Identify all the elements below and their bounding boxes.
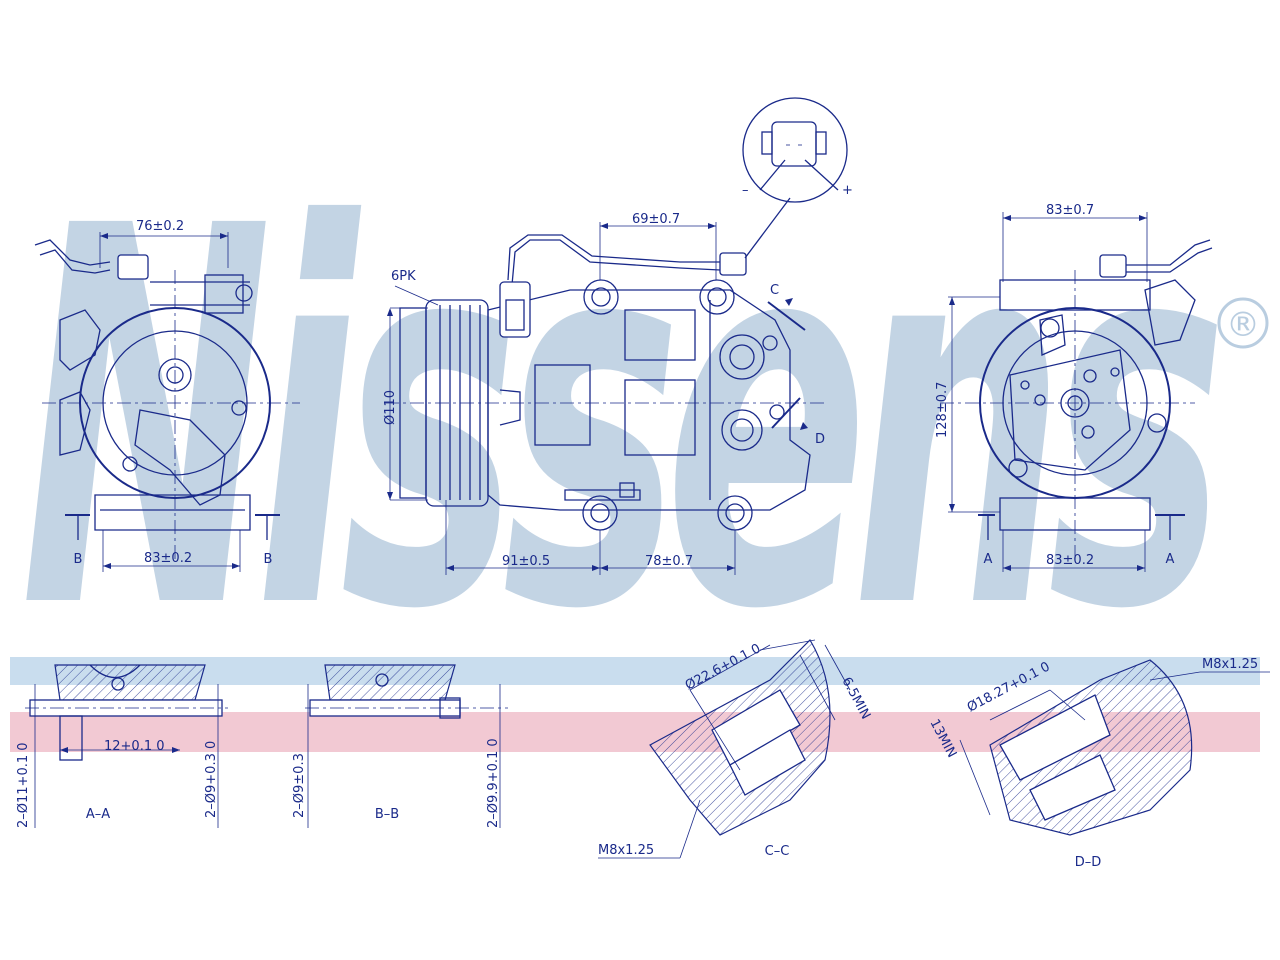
section-aa [25, 664, 228, 828]
left-view [34, 232, 300, 572]
right-section-label-left: A [984, 552, 993, 567]
cc-thread: M8x1.25 [598, 843, 654, 858]
left-dim-top: 76±0.2 [136, 219, 184, 234]
right-view [940, 212, 1213, 572]
registered-mark: ® [1226, 305, 1260, 345]
left-section-label-right: B [264, 552, 273, 567]
left-section-label-left: B [74, 552, 83, 567]
aa-label: A–A [86, 807, 110, 822]
right-dim-height: 128±0.7 [935, 382, 950, 438]
belt-label: 6PK [391, 269, 416, 284]
aa-dim-width: 12+0.1 0 [104, 739, 165, 754]
dd-thread: M8x1.25 [1202, 657, 1258, 672]
center-dim-top: 69±0.7 [632, 212, 680, 227]
dd-label: D–D [1075, 855, 1102, 870]
section-cc [598, 639, 851, 859]
section-d-marker: D [815, 432, 825, 447]
bb-label: B–B [375, 807, 399, 822]
center-dim-bottom-right: 78±0.7 [645, 554, 693, 569]
bb-dim-hole-left: 2–Ø9±0.3 [292, 753, 307, 818]
band-blue [10, 657, 1260, 685]
right-section-label-right: A [1166, 552, 1175, 567]
connector-minus: – [742, 183, 749, 198]
section-dd [959, 659, 1270, 836]
bb-dim-hole-right: 2–Ø9.9+0.1 0 [486, 738, 501, 828]
connector-detail [742, 97, 848, 203]
left-dim-bottom: 83±0.2 [144, 551, 192, 566]
aa-dim-hole-right: 2–Ø9+0.3 0 [204, 741, 219, 818]
section-c-marker: C [770, 283, 779, 298]
brand-watermark: Nissens [20, 117, 1218, 723]
aa-dim-hole-left: 2–Ø11+0.1 0 [16, 742, 31, 828]
right-dim-top: 83±0.7 [1046, 203, 1094, 218]
registered-mark-icon [1217, 297, 1269, 349]
pulley-diameter: Ø110 [383, 390, 398, 425]
right-dim-bottom: 83±0.2 [1046, 553, 1094, 568]
center-view [385, 197, 825, 575]
center-dim-bottom-left: 91±0.5 [502, 554, 550, 569]
cc-label: C–C [765, 844, 790, 859]
connector-plus: + [842, 183, 853, 198]
section-bb [305, 664, 508, 828]
